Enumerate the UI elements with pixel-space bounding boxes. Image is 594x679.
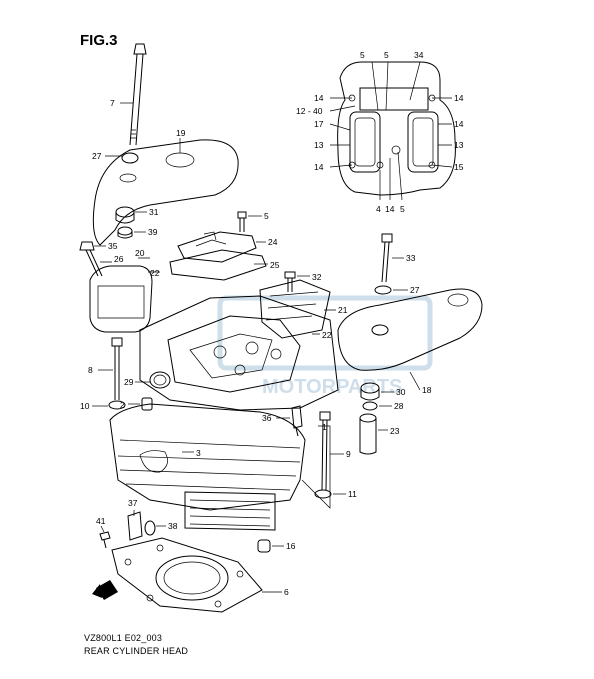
callout-27: 27 bbox=[410, 285, 420, 295]
callout-14: 14 bbox=[385, 204, 395, 214]
callout-33: 33 bbox=[406, 253, 416, 263]
bolt-41 bbox=[99, 531, 111, 549]
callout-22: 22 bbox=[322, 330, 332, 340]
watermark-text: MOTORPARTS bbox=[262, 376, 402, 398]
bolt-5 bbox=[237, 211, 247, 232]
callout-15: 15 bbox=[454, 162, 464, 172]
callout-39: 39 bbox=[148, 227, 158, 237]
callout-38: 38 bbox=[168, 521, 178, 531]
callout-14: 14 bbox=[454, 119, 464, 129]
callout-20: 20 bbox=[135, 248, 145, 258]
callout-34: 34 bbox=[414, 50, 424, 60]
cylinder-head bbox=[109, 295, 339, 531]
callout-37: 37 bbox=[128, 498, 138, 508]
callout-18: 18 bbox=[422, 385, 432, 395]
callout-19: 19 bbox=[176, 128, 186, 138]
washer-27 bbox=[374, 285, 392, 295]
callout-27: 27 bbox=[92, 151, 102, 161]
head-gasket-6 bbox=[111, 537, 263, 613]
spacer-23 bbox=[359, 413, 377, 455]
cover-21 bbox=[259, 279, 331, 339]
callout-11: 11 bbox=[348, 489, 357, 499]
bolt-32 bbox=[284, 271, 296, 292]
washer-28 bbox=[362, 401, 378, 411]
callout-41: 41 bbox=[96, 516, 106, 526]
bolt-7 bbox=[129, 43, 147, 146]
gasket-25 bbox=[169, 249, 267, 281]
washer-11 bbox=[314, 489, 332, 499]
bolt-9 bbox=[319, 411, 331, 491]
callout-14: 14 bbox=[314, 162, 324, 172]
diagram-code: VZ800L1 E02_003 bbox=[84, 633, 163, 643]
front-arrow-icon bbox=[92, 580, 118, 600]
callout-13: 13 bbox=[314, 140, 324, 150]
callout-32: 32 bbox=[312, 272, 322, 282]
callout-3: 3 bbox=[196, 448, 201, 458]
bolt-8 bbox=[108, 337, 126, 410]
dowel-2 bbox=[141, 397, 153, 411]
cover-19 bbox=[92, 139, 239, 246]
bolt-33 bbox=[381, 233, 393, 283]
callout-25: 25 bbox=[270, 260, 280, 270]
callout-29: 29 bbox=[124, 377, 134, 387]
spark-plug-36 bbox=[291, 405, 303, 437]
callout-1: 1 bbox=[322, 422, 327, 432]
callout-5: 5 bbox=[264, 211, 269, 221]
callout-7: 7 bbox=[110, 98, 115, 108]
callout-13: 13 bbox=[454, 140, 464, 150]
diagram-caption: REAR CYLINDER HEAD bbox=[84, 646, 189, 656]
valve-cover-inset bbox=[329, 61, 456, 201]
figure-title: FIG.3 bbox=[80, 32, 118, 49]
callout-12-40: 12 - 40 bbox=[296, 106, 323, 116]
callout-31: 31 bbox=[149, 207, 159, 217]
callout-16: 16 bbox=[286, 541, 296, 551]
callout-4: 4 bbox=[376, 204, 381, 214]
callout-5: 5 bbox=[384, 50, 389, 60]
callout-26: 26 bbox=[114, 254, 124, 264]
callout-10: 10 bbox=[80, 401, 90, 411]
grommet-30 bbox=[360, 382, 380, 401]
gasket-26 bbox=[89, 265, 153, 333]
dowel-16 bbox=[257, 539, 271, 553]
o-ring-38 bbox=[144, 520, 156, 536]
callout-24: 24 bbox=[268, 237, 278, 247]
callout-23: 23 bbox=[390, 426, 400, 436]
callout-28: 28 bbox=[394, 401, 404, 411]
callout-22: 22 bbox=[150, 268, 160, 278]
callout-21: 21 bbox=[338, 305, 348, 315]
callout-35: 35 bbox=[108, 241, 118, 251]
fitting-37 bbox=[127, 511, 143, 541]
callout-6: 6 bbox=[284, 587, 289, 597]
callout-14: 14 bbox=[314, 93, 324, 103]
watermark: MOTORPARTS bbox=[217, 295, 433, 398]
washer-39 bbox=[117, 226, 133, 239]
callout-17: 17 bbox=[314, 119, 324, 129]
bolt-35 bbox=[79, 241, 103, 277]
callout-2: 2 bbox=[120, 400, 125, 410]
callout-9: 9 bbox=[346, 449, 351, 459]
grommet-31 bbox=[115, 206, 135, 224]
cover-18 bbox=[337, 288, 483, 371]
callout-30: 30 bbox=[396, 387, 406, 397]
plate-24 bbox=[177, 231, 257, 263]
callout-5: 5 bbox=[360, 50, 365, 60]
callout-36: 36 bbox=[262, 413, 272, 423]
callout-8: 8 bbox=[88, 365, 93, 375]
oil-seal-29 bbox=[149, 371, 171, 389]
callout-14: 14 bbox=[454, 93, 464, 103]
callout-5: 5 bbox=[400, 204, 405, 214]
